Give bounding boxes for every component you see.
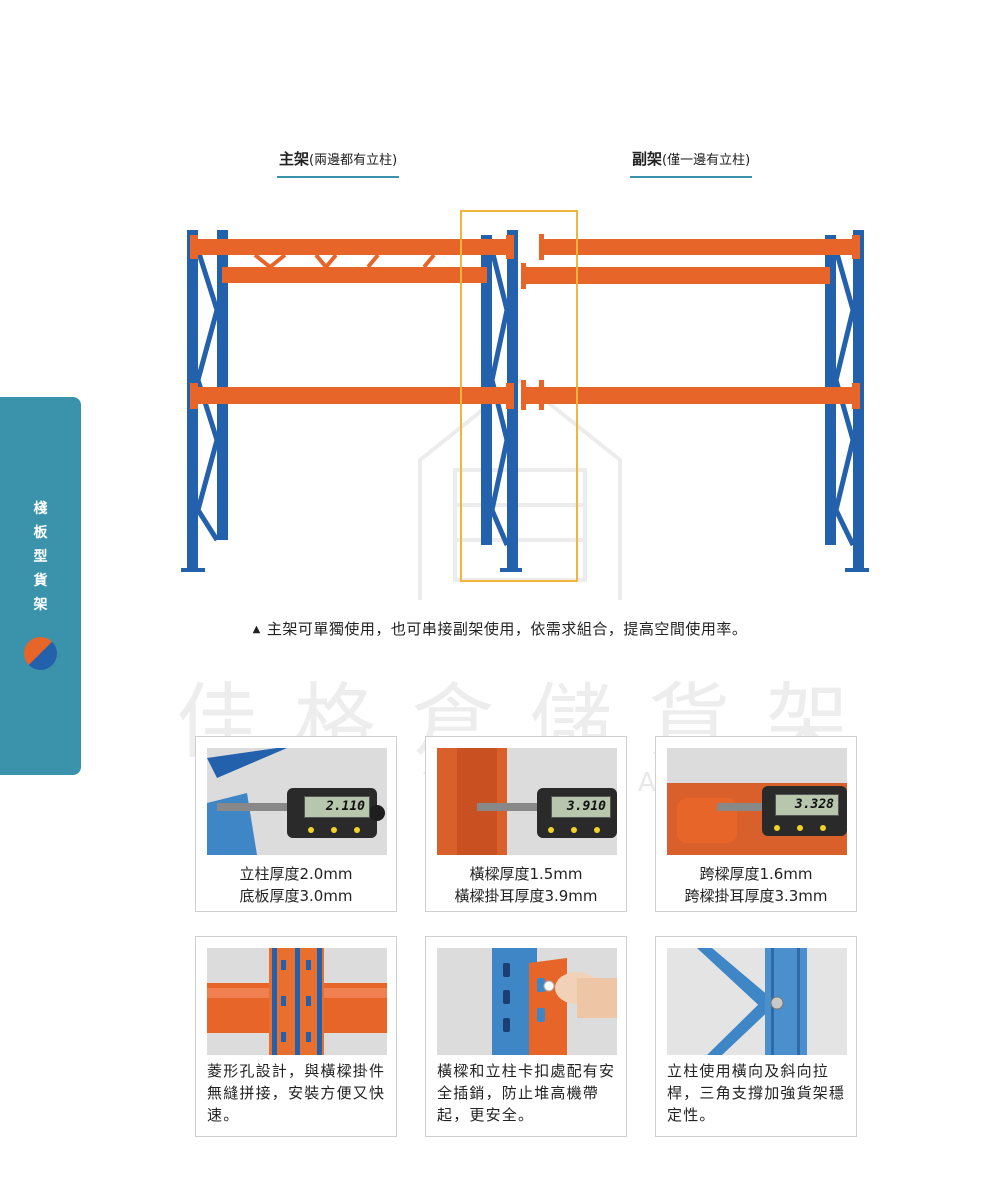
feature-card-safety-pin: 橫樑和立柱卡扣處配有安 全插銷，防止堆高機帶 起，更安全。 [425, 936, 627, 1137]
feature-card-beam-thickness: 3.910 橫樑厚度1.5mm 橫樑掛耳厚度3.9mm [425, 736, 627, 912]
card-line: 全插銷，防止堆高機帶 [437, 1084, 600, 1102]
card-text: 跨樑厚度1.6mm 跨樑掛耳厚度3.3mm [656, 863, 856, 907]
sub-rack-label: 副架 [632, 150, 663, 168]
card-line: 立柱使用橫向及斜向拉 [667, 1062, 830, 1080]
category-dot-icon [24, 637, 57, 670]
feature-card-bracing: 立柱使用橫向及斜向拉 桿，三角支撐加強貨架穩 定性。 [655, 936, 857, 1137]
main-rack-title: 主架(兩邊都有立柱) [277, 150, 400, 178]
sub-rack-note: (僅一邊有立柱) [662, 153, 751, 168]
side-char: 架 [33, 597, 48, 613]
side-category-tab[interactable]: 棧 板 型 貨 架 [0, 397, 81, 775]
side-char: 型 [33, 549, 48, 565]
card-line: 底板厚度3.0mm [239, 887, 353, 905]
feature-card-span-beam-thickness: 3.328 跨樑厚度1.6mm 跨樑掛耳厚度3.3mm [655, 736, 857, 912]
card-line: 跨樑掛耳厚度3.3mm [684, 887, 828, 905]
card-text: 立柱使用橫向及斜向拉 桿，三角支撐加強貨架穩 定性。 [667, 1060, 849, 1126]
card-line: 橫樑掛耳厚度3.9mm [454, 887, 598, 905]
upright-caliper-photo: 2.110 [207, 748, 387, 855]
beam-caliper-photo: 3.910 [437, 748, 617, 855]
card-line: 橫樑和立柱卡扣處配有安 [437, 1062, 616, 1080]
span-beam-caliper-photo: 3.328 [667, 748, 847, 855]
diagram-caption: ▲ 主架可單獨使用，也可串接副架使用，依需求組合，提高空間使用率。 [0, 618, 1000, 639]
caliper-display: 2.110 [304, 796, 370, 818]
beam-support-braces [253, 253, 436, 271]
caption-text: 主架可單獨使用，也可串接副架使用，依需求組合，提高空間使用率。 [266, 620, 748, 638]
card-line: 立柱厚度2.0mm [239, 865, 353, 883]
side-char: 板 [33, 525, 48, 541]
feature-card-upright-thickness: 2.110 立柱厚度2.0mm 底板厚度3.0mm [195, 736, 397, 912]
watermark-house-icon [418, 377, 622, 600]
card-line: 橫樑厚度1.5mm [469, 865, 583, 883]
caliper-display: 3.910 [551, 796, 611, 818]
sub-rack-beams [521, 234, 860, 410]
card-text: 立柱厚度2.0mm 底板厚度3.0mm [196, 863, 396, 907]
side-category-label: 棧 板 型 貨 架 [0, 497, 81, 617]
side-char: 貨 [33, 573, 48, 589]
side-char: 棧 [33, 501, 48, 517]
triangle-up-icon: ▲ [252, 624, 261, 635]
card-line: 菱形孔設計，與橫樑掛件 [207, 1062, 386, 1080]
card-line: 跨樑厚度1.6mm [699, 865, 813, 883]
card-text: 橫樑和立柱卡扣處配有安 全插銷，防止堆高機帶 起，更安全。 [437, 1060, 619, 1126]
card-text: 橫樑厚度1.5mm 橫樑掛耳厚度3.9mm [426, 863, 626, 907]
bracing-photo [667, 948, 847, 1055]
main-rack-note: (兩邊都有立柱) [309, 153, 398, 168]
card-line: 起，更安全。 [437, 1106, 535, 1124]
card-line: 定性。 [667, 1106, 716, 1124]
safety-pin-photo [437, 948, 617, 1055]
sub-rack-title: 副架(僅一邊有立柱) [630, 150, 753, 178]
connection-highlight-box [460, 210, 578, 582]
diamond-hole-photo [207, 948, 387, 1055]
card-line: 速。 [207, 1106, 240, 1124]
rack-diagram [181, 210, 869, 600]
card-line: 無縫拼接，安裝方便又快 [207, 1084, 386, 1102]
card-text: 菱形孔設計，與橫樑掛件 無縫拼接，安裝方便又快 速。 [207, 1060, 389, 1126]
main-rack-beams [190, 235, 514, 409]
card-line: 桿，三角支撐加強貨架穩 [667, 1084, 846, 1102]
caliper-display: 3.328 [775, 794, 839, 816]
feature-card-diamond-holes: 菱形孔設計，與橫樑掛件 無縫拼接，安裝方便又快 速。 [195, 936, 397, 1137]
main-rack-label: 主架 [279, 150, 310, 168]
